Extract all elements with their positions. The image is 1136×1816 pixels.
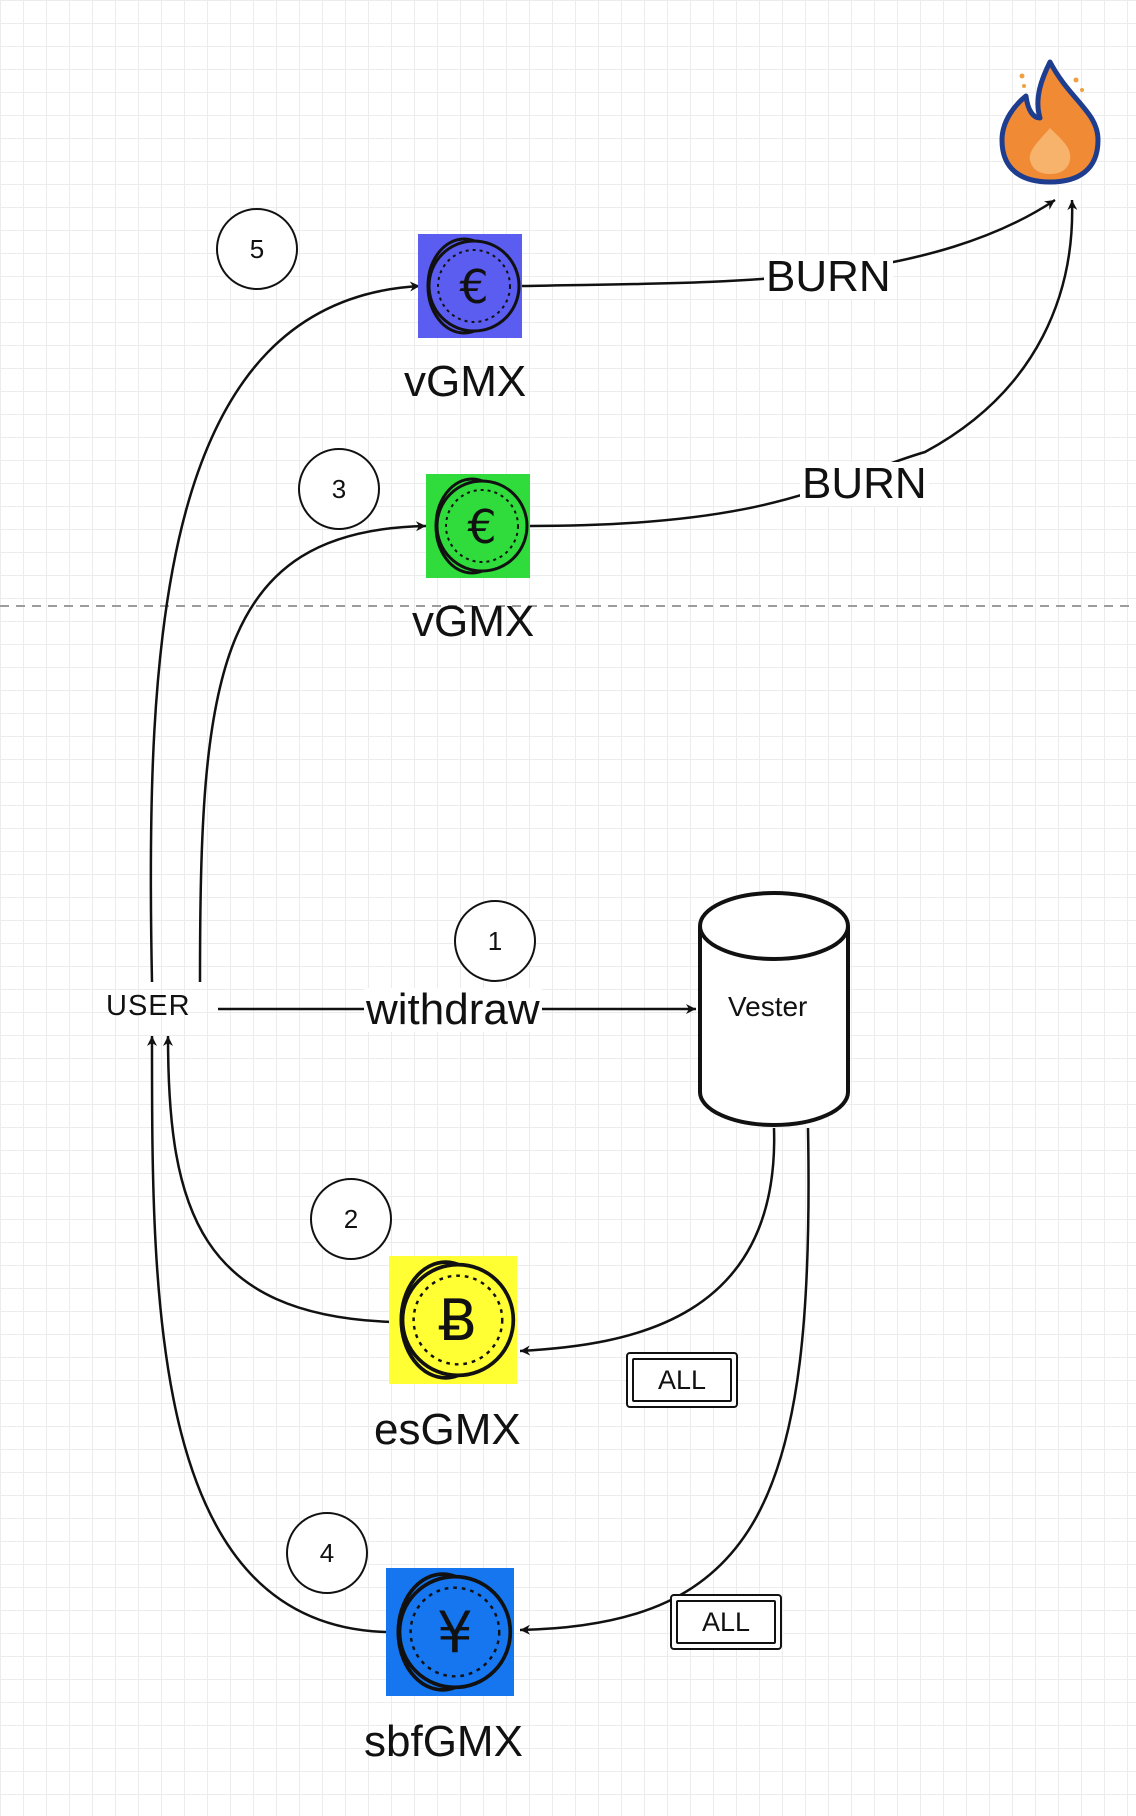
vester-label: Vester (728, 991, 808, 1022)
arrow-vester-to-sbfgmx (519, 1127, 810, 1635)
esgmx-coin-icon: Ƀ (389, 1256, 517, 1384)
vgmx-top-coin-icon: € (418, 234, 522, 338)
arrow-esgmx-to-user (163, 1035, 393, 1324)
step-1: 1 (454, 900, 536, 982)
arrow-vester-to-esgmx (519, 1127, 776, 1356)
arrow-burn-mid (529, 199, 1078, 528)
burn-flame-icon (999, 59, 1101, 185)
burn-label-mid: BURN (800, 459, 929, 508)
step-4: 4 (286, 1512, 368, 1594)
vgmx-top-label: vGMX (404, 357, 527, 406)
vgmx-mid-symbol: € (467, 500, 496, 554)
all-badge-sbfgmx: ALL (670, 1594, 782, 1650)
user-node: USER (106, 990, 191, 1022)
sbfgmx-coin-icon: ¥ (386, 1568, 514, 1696)
step-5: 5 (216, 208, 298, 290)
burn-label-top: BURN (764, 252, 893, 301)
vgmx-mid-label: vGMX (412, 597, 535, 646)
vester-cylinder (698, 891, 850, 1127)
sbfgmx-label: sbfGMX (364, 1717, 523, 1766)
sbfgmx-symbol: ¥ (437, 1600, 473, 1666)
step-2: 2 (310, 1178, 392, 1260)
all-badge-esgmx-text: ALL (657, 1364, 707, 1395)
arrow-sbfgmx-to-user (146, 1035, 387, 1634)
withdraw-label: withdraw (364, 985, 542, 1034)
arrow-user-to-vgmx-top (149, 281, 421, 983)
vgmx-top-symbol: € (459, 260, 488, 314)
all-badge-esgmx: ALL (626, 1352, 738, 1408)
step-3: 3 (298, 448, 380, 530)
arrow-user-to-vgmx-mid (198, 521, 427, 983)
esgmx-label: esGMX (374, 1405, 521, 1454)
all-badge-sbfgmx-text: ALL (701, 1606, 751, 1637)
esgmx-symbol: Ƀ (439, 1288, 478, 1354)
vgmx-mid-coin-icon: € (426, 474, 530, 578)
